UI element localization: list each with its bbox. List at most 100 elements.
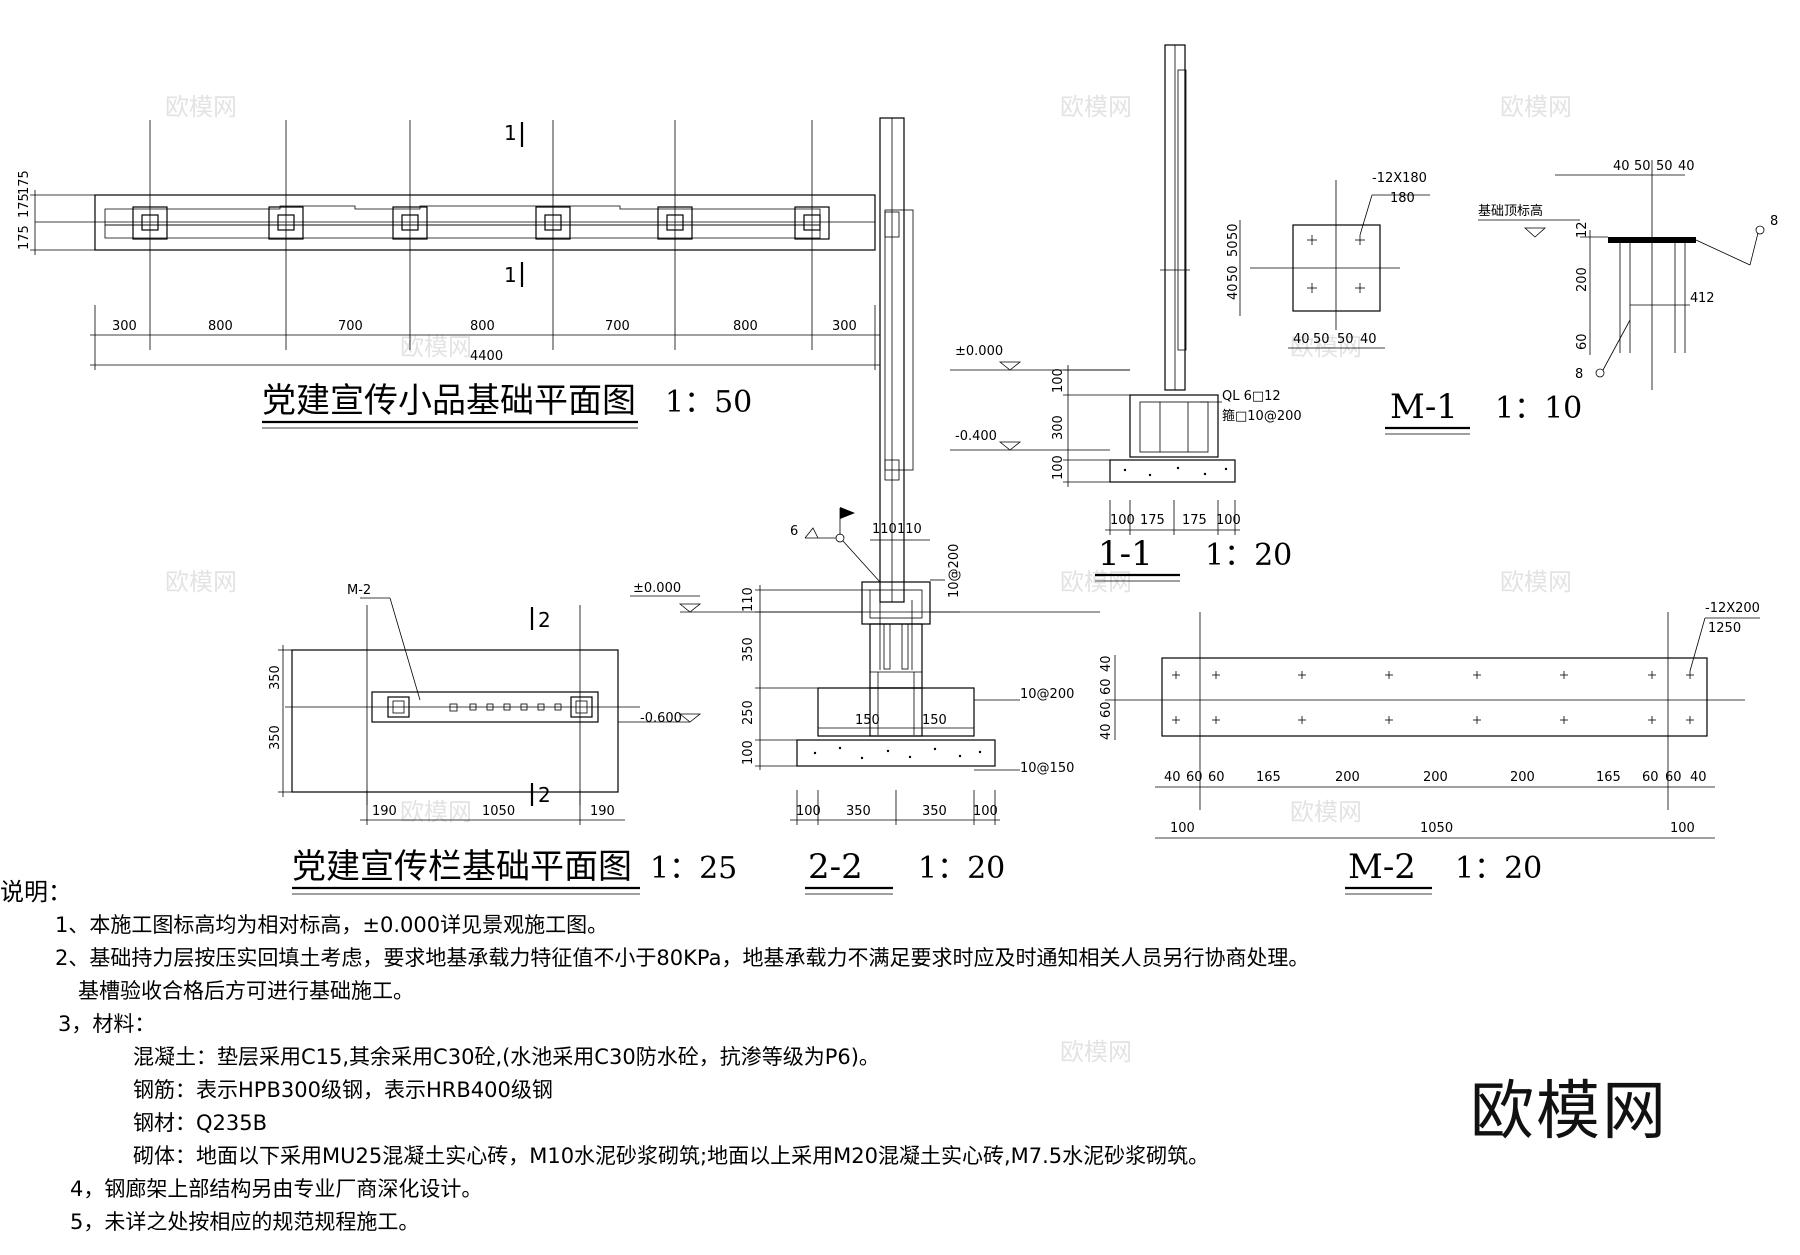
m1-dim-v2: 50	[1226, 223, 1241, 240]
svg-text:欧模网: 欧模网	[1290, 798, 1362, 826]
m1-base-top: 基础顶标高	[1478, 203, 1543, 219]
plan1-dim-total: 4400	[470, 349, 503, 364]
m2-dim-h4: 165	[1256, 770, 1281, 785]
sec11-elev0: ±0.000	[955, 344, 1003, 359]
note-5: 5，未详之处按相应的规范规程施工。	[70, 1210, 420, 1234]
note-3d: 砌体：地面以下采用MU25混凝土实心砖，M10水泥砂浆砌筑;地面以上采用M20混…	[133, 1144, 1210, 1168]
sec22-dim-h4: 100	[973, 804, 998, 819]
m2-dim-h2: 60	[1186, 770, 1203, 785]
m2-holes-row2	[1172, 716, 1694, 724]
plan1-dim-h1: 300	[112, 319, 137, 334]
plan2-dim-v1: 350	[268, 665, 283, 690]
plan1-dim-v1: 175	[17, 193, 32, 218]
m1-plan: -12X180 180 50 50 40 50 40 50 50 40 M-1 …	[1226, 171, 1582, 435]
plan1-title: 党建宣传小品基础平面图	[262, 381, 636, 421]
sec11-drawing: ±0.000 -0.400 100 300 100 QL 6□12 箍□10@2…	[950, 44, 1302, 582]
m2-dim-h7: 200	[1510, 770, 1535, 785]
note-2: 2、基础持力层按压实回填土考虑，要求地基承载力特征值不小于80KPa，地基承载力…	[55, 946, 1310, 970]
plan1-dim-h4: 800	[470, 319, 495, 334]
sec22-top-dim1: 110	[872, 522, 897, 537]
m1-dim-h2: 50	[1313, 332, 1330, 347]
m1-sec-dim2: 200	[1575, 267, 1590, 292]
note-4: 4，钢廊架上部结构另由专业厂商深化设计。	[70, 1177, 483, 1201]
m2-dim-h8: 165	[1596, 770, 1621, 785]
m1-bar2: 12	[1698, 291, 1715, 306]
m1-plate-label: -12X180	[1372, 171, 1427, 186]
sec22-inner1: 150	[855, 713, 880, 728]
m1-plate-len: 180	[1390, 191, 1415, 206]
m1-sec-dim1: 12	[1575, 221, 1590, 238]
plan1-dim-v3: 175	[17, 225, 32, 250]
svg-text:欧模网: 欧模网	[1500, 568, 1572, 596]
m1-top-dim1: 40	[1613, 159, 1630, 174]
sec11-scale: 1：20	[1205, 538, 1292, 573]
m2-dim-h9: 60	[1642, 770, 1659, 785]
plan2-scale: 1：25	[650, 851, 737, 886]
plan1-section-mark-top: 1	[504, 121, 517, 145]
notes-heading: 说明：	[0, 878, 72, 906]
plan2-dim-h1: 190	[372, 804, 397, 819]
m2-dim-h6: 200	[1423, 770, 1448, 785]
m1-scale: 1：10	[1495, 391, 1582, 426]
svg-text:欧模网: 欧模网	[165, 93, 237, 121]
sec22-dim-h3: 350	[922, 804, 947, 819]
plan1-dim-h7: 300	[832, 319, 857, 334]
m2-dim-h11: 40	[1690, 770, 1707, 785]
sec11-stirrup: 箍□10@200	[1222, 408, 1302, 424]
m2-dim-h2-2: 1050	[1420, 821, 1453, 836]
note-3a: 混凝土：垫层采用C15,其余采用C30砼,(水池采用C30防水砼，抗渗等级为P6…	[133, 1045, 880, 1069]
m2-dim-h1: 40	[1164, 770, 1181, 785]
plan1-dim-v2: 175	[17, 170, 32, 195]
sec22-dim-v3: 250	[741, 700, 756, 725]
sec11-dim-v2: 300	[1051, 415, 1066, 440]
sec22-dim-h2: 350	[846, 804, 871, 819]
plan2-dim-h3: 190	[590, 804, 615, 819]
sec11-dim-h3: 175	[1182, 513, 1207, 528]
sec22-drawing: 6 110 110 ±0.000	[630, 507, 1100, 895]
m2-dim-v1: 40	[1099, 655, 1114, 672]
sec22-scale: 1：20	[918, 851, 1005, 886]
m1-sec-dim3: 60	[1575, 333, 1590, 350]
note-3b: 钢筋：表示HPB300级钢，表示HRB400级钢	[133, 1078, 553, 1102]
m1-bar: 4	[1690, 291, 1698, 306]
sec22-rebar3: 10@150	[1020, 761, 1074, 776]
plan2-dim-v2: 350	[268, 725, 283, 750]
svg-text:欧模网: 欧模网	[1060, 93, 1132, 121]
plan2-tag: M-2	[347, 583, 371, 598]
plan2-dim-h2: 1050	[482, 804, 515, 819]
m1-weld-bottom: 8	[1575, 367, 1583, 382]
plan1-section-mark-bottom: 1	[504, 263, 517, 287]
sec22-dim-v1: 110	[741, 587, 756, 612]
sec11-dim-h4: 100	[1216, 513, 1241, 528]
plan1-dim-h6: 800	[733, 319, 758, 334]
plan1-dim-h3: 700	[338, 319, 363, 334]
sec11-dim-h1: 100	[1110, 513, 1135, 528]
svg-text:欧模网: 欧模网	[400, 333, 472, 361]
plan1-scale: 1：50	[665, 385, 752, 420]
sec11-ql: QL 6□12	[1222, 389, 1281, 404]
sec22-elev0: ±0.000	[633, 581, 681, 596]
m2-plate: -12X200 1250 40 60 60 40 40 60 60 165 20…	[1099, 601, 1760, 895]
plan2-title: 党建宣传栏基础平面图	[292, 847, 632, 887]
m2-dim-h10: 60	[1665, 770, 1682, 785]
sec22-dim-v4: 100	[741, 740, 756, 765]
m2-title: M-2	[1348, 847, 1416, 887]
sec11-title: 1-1	[1098, 534, 1153, 574]
m2-dim-h5: 200	[1335, 770, 1360, 785]
sec11-dim-h2: 175	[1140, 513, 1165, 528]
plan2-drawing: M-2 2 2 -0.600 350 350 190 1050 190 党建宣传…	[268, 583, 737, 895]
sec22-dim-h1: 100	[796, 804, 821, 819]
svg-text:欧模网: 欧模网	[1500, 93, 1572, 121]
m1-weld-top: 8	[1770, 214, 1778, 229]
m1-dim-v3: 40	[1226, 283, 1241, 300]
plan1-dim-h2: 800	[208, 319, 233, 334]
plan2-elev: -0.600	[640, 711, 682, 726]
site-logo: 欧模网	[1470, 1075, 1668, 1149]
svg-text:欧模网: 欧模网	[1290, 333, 1362, 361]
plan1-drawing: 1 1 175 175 175 300 800 700 800 700 800 …	[17, 120, 880, 429]
plan2-section-bottom: 2	[538, 783, 551, 807]
m2-dim-v3: 60	[1099, 701, 1114, 718]
svg-text:欧模网: 欧模网	[1060, 568, 1132, 596]
m1-top-dim3: 50	[1656, 159, 1673, 174]
m2-plate-len: 1250	[1708, 621, 1741, 636]
